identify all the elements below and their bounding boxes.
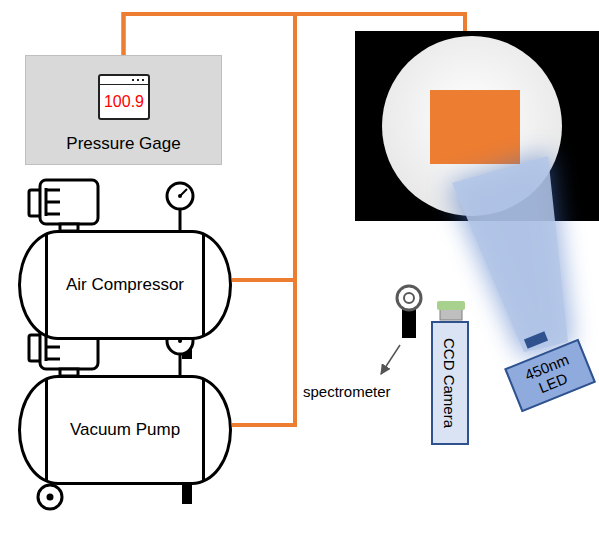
node-label: Vacuum Pump xyxy=(70,420,180,440)
node-label: CCD Camera xyxy=(442,338,459,428)
lens-filter xyxy=(437,301,465,310)
led-box: 450nm LED xyxy=(504,338,596,411)
sample xyxy=(430,90,520,164)
light-beam xyxy=(452,156,568,352)
pipe xyxy=(295,14,465,31)
display-dot xyxy=(132,79,134,81)
tank-band xyxy=(202,233,205,337)
gage-display: 100.9 xyxy=(98,74,150,120)
ccd-camera-body: CCD Camera xyxy=(431,321,469,445)
tank-band xyxy=(45,378,48,482)
camera-lens xyxy=(440,309,462,320)
vacuum-pump-tank: Vacuum Pump xyxy=(18,375,232,485)
leader-line xyxy=(381,345,400,374)
tank-band xyxy=(202,378,205,482)
spectrometer-probe xyxy=(397,286,421,338)
tank-band xyxy=(45,233,48,337)
display-dot xyxy=(142,79,144,81)
node-label: Air Compressor xyxy=(66,275,184,295)
air-compressor-tank: Air Compressor xyxy=(18,230,232,340)
node-label: 450nm LED xyxy=(522,350,577,399)
display-bar xyxy=(100,84,148,85)
node-label: 100.9 xyxy=(104,93,144,111)
node-label: Pressure Gage xyxy=(66,134,180,154)
display-dot xyxy=(137,79,139,81)
part-label: spectrometer xyxy=(303,383,391,400)
pressure-gage-box: Pressure Gage 100.9 xyxy=(25,55,222,165)
led-mount xyxy=(524,331,548,349)
